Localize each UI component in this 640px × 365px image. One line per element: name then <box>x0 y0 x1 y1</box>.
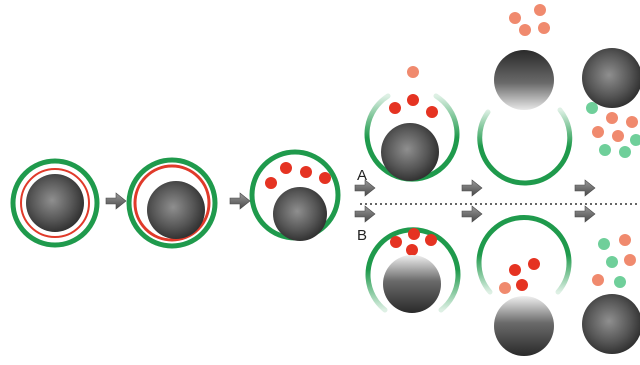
released-particle <box>619 146 631 158</box>
cargo-particle <box>426 106 438 118</box>
stage-3-vesicle <box>249 149 341 241</box>
released-particle <box>626 116 638 128</box>
released-particle <box>509 12 521 24</box>
cargo-particle <box>528 258 540 270</box>
cargo-particle <box>265 177 277 189</box>
released-particle <box>614 276 626 288</box>
inner-membrane <box>133 164 211 242</box>
outer-membrane <box>10 158 100 248</box>
core-sphere <box>582 294 640 354</box>
released-particle <box>538 22 550 34</box>
cargo-particle <box>516 279 528 291</box>
released-particle <box>586 102 598 114</box>
released-particle <box>624 254 636 266</box>
branch-b-step-3 <box>582 234 640 354</box>
released-particle <box>599 144 611 156</box>
released-particle <box>630 134 640 146</box>
right-arrow-icon <box>574 205 596 223</box>
released-particle <box>534 4 546 16</box>
core-sphere <box>381 123 439 181</box>
cargo-particle <box>425 234 437 246</box>
core-sphere <box>582 48 640 108</box>
released-particle <box>592 274 604 286</box>
stage-1-vesicle <box>10 158 100 248</box>
outer-membrane <box>126 157 218 249</box>
cargo-particle <box>407 94 419 106</box>
cargo-particle <box>406 244 418 256</box>
cargo-particle <box>509 264 521 276</box>
right-arrow-icon <box>229 192 251 210</box>
core-sphere <box>494 296 554 356</box>
core-sphere <box>273 187 327 241</box>
cargo-particle <box>389 102 401 114</box>
process-arrows-main <box>105 179 596 223</box>
released-particle <box>499 282 511 294</box>
branch-label-a: A <box>357 167 368 184</box>
right-arrow-icon <box>354 179 376 197</box>
core-sphere <box>383 255 441 313</box>
released-particle <box>612 130 624 142</box>
right-arrow-icon <box>461 205 483 223</box>
right-arrow-icon <box>461 179 483 197</box>
cargo-particle <box>408 228 420 240</box>
released-particle <box>407 66 419 78</box>
released-particle <box>519 24 531 36</box>
core-sphere <box>147 181 205 239</box>
right-arrow-icon <box>105 192 127 210</box>
cargo-particle <box>319 172 331 184</box>
released-particle <box>619 234 631 246</box>
open-membrane <box>476 215 572 295</box>
open-membrane <box>477 107 573 186</box>
inner-membrane <box>20 168 90 238</box>
stage-2-vesicle <box>126 157 218 249</box>
cargo-particle <box>300 166 312 178</box>
right-arrow-icon <box>574 179 596 197</box>
core-sphere <box>494 50 554 110</box>
branch-label-b: B <box>357 227 368 244</box>
branch-b-step-2 <box>476 215 572 356</box>
released-particle <box>606 112 618 124</box>
cargo-particle <box>280 162 292 174</box>
branch-a-step-3 <box>582 48 640 158</box>
released-particle <box>592 126 604 138</box>
core-sphere <box>26 174 84 232</box>
branch-a-step-1 <box>364 66 460 182</box>
branch-b-step-1 <box>365 227 461 313</box>
released-particle <box>598 238 610 250</box>
branch-a-step-2 <box>477 4 573 186</box>
released-particle <box>606 256 618 268</box>
right-arrow-icon <box>354 205 376 223</box>
cargo-particle <box>390 236 402 248</box>
